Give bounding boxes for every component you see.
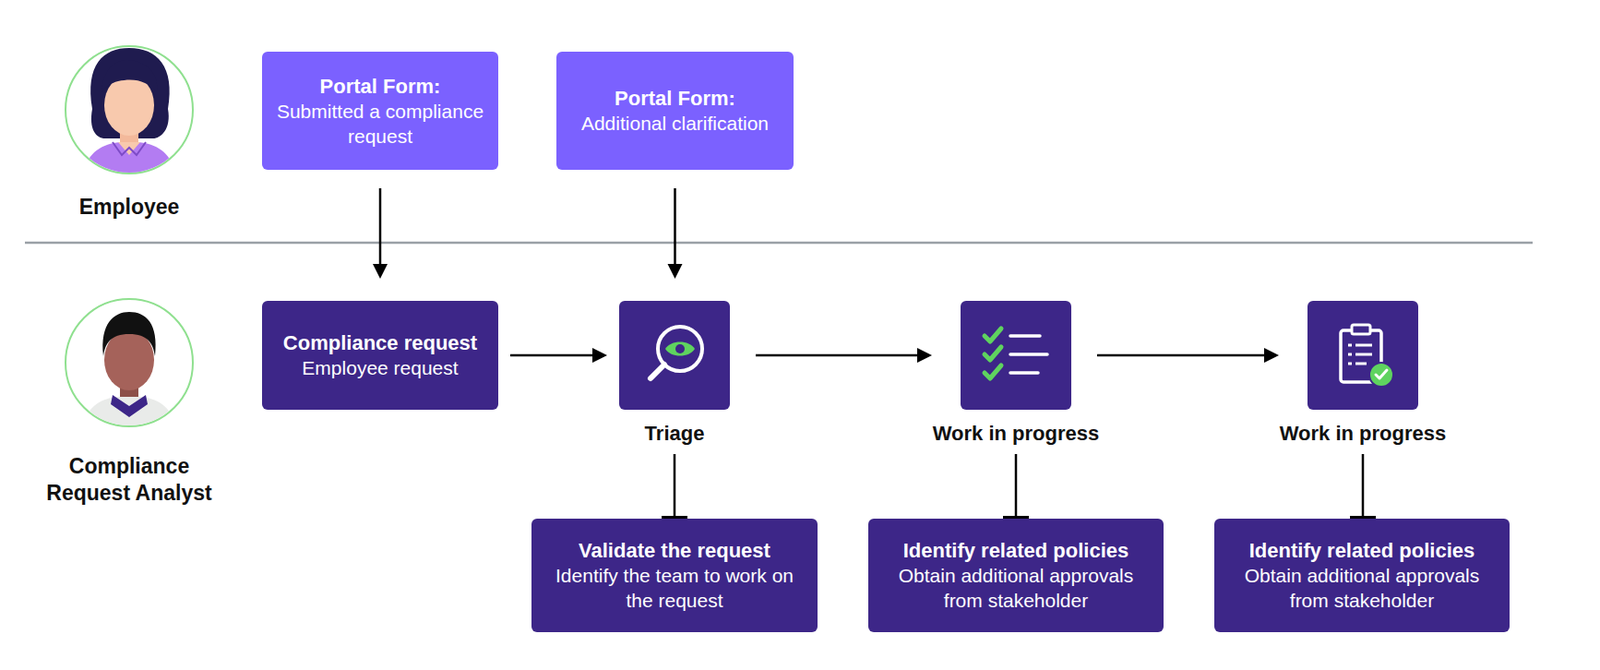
stage-icon (960, 300, 1072, 410)
lane-name: Compliance Request Analyst (46, 453, 213, 507)
leader-connector (661, 453, 688, 519)
connector-line (379, 188, 383, 266)
box-heading: Portal Form: (614, 85, 736, 111)
flow-arrow (1097, 347, 1279, 363)
box-heading: Portal Form: (320, 73, 442, 99)
tee-bar (1002, 515, 1029, 519)
icon-box (619, 300, 730, 410)
connector-line (1361, 453, 1365, 519)
connector-line (1097, 354, 1266, 358)
employee-avatar (65, 46, 193, 185)
task-box: Identify related policiesObtain addition… (868, 518, 1164, 633)
box-heading: Identify related policies (903, 537, 1130, 563)
icon-box (960, 300, 1072, 410)
flow-arrow (755, 347, 932, 363)
connector-line (673, 453, 677, 519)
stage-label: Triage (573, 420, 777, 446)
task-box: Validate the requestIdentify the team to… (531, 518, 818, 633)
flow-arrow (510, 347, 608, 363)
portal-form-box: Portal Form:Additional clarification (556, 51, 794, 170)
box-body: Obtain additional approvals from stakeho… (1227, 562, 1497, 613)
connector-line (1014, 453, 1018, 519)
arrow-head (917, 347, 932, 363)
flow-arrow (372, 188, 388, 279)
stage-icon (1307, 300, 1419, 410)
box-heading: Identify related policies (1249, 537, 1476, 563)
arrow-head (592, 347, 608, 363)
box-heading: Compliance request (283, 330, 478, 356)
arrow-head (372, 263, 388, 279)
task-box: Identify related policiesObtain addition… (1214, 518, 1510, 633)
leader-connector (1002, 453, 1029, 519)
box-body: Obtain additional approvals from stakeho… (881, 562, 1151, 613)
lane-name: Employee (36, 193, 222, 221)
lane-divider (24, 241, 1533, 245)
analyst-avatar (65, 298, 193, 443)
flow-arrow (668, 188, 683, 279)
stage-icon-node: Work in progress (914, 300, 1118, 447)
request-box: Compliance requestEmployee request (262, 300, 499, 410)
box-body: Identify the team to work on the request (544, 562, 805, 613)
box-body: Submitted a compliance request (274, 98, 486, 149)
stage-icon (619, 300, 730, 410)
tee-bar (661, 515, 688, 519)
leader-connector (1349, 453, 1376, 519)
box-body: Additional clarification (581, 110, 769, 136)
stage-label: Work in progress (914, 420, 1118, 446)
portal-form-box: Portal Form:Submitted a compliance reque… (262, 51, 499, 170)
arrow-head (668, 263, 683, 279)
box-heading: Validate the request (578, 537, 771, 563)
stage-icon-node: Work in progress (1261, 300, 1465, 447)
stage-icon-node: Triage (573, 300, 777, 447)
connector-line (673, 188, 677, 266)
box-body: Employee request (301, 355, 458, 381)
icon-box (1307, 300, 1419, 410)
connector-line (510, 354, 595, 358)
tee-bar (1349, 515, 1376, 519)
arrow-head (1264, 347, 1279, 363)
connector-line (755, 354, 920, 358)
stage-label: Work in progress (1261, 420, 1465, 446)
